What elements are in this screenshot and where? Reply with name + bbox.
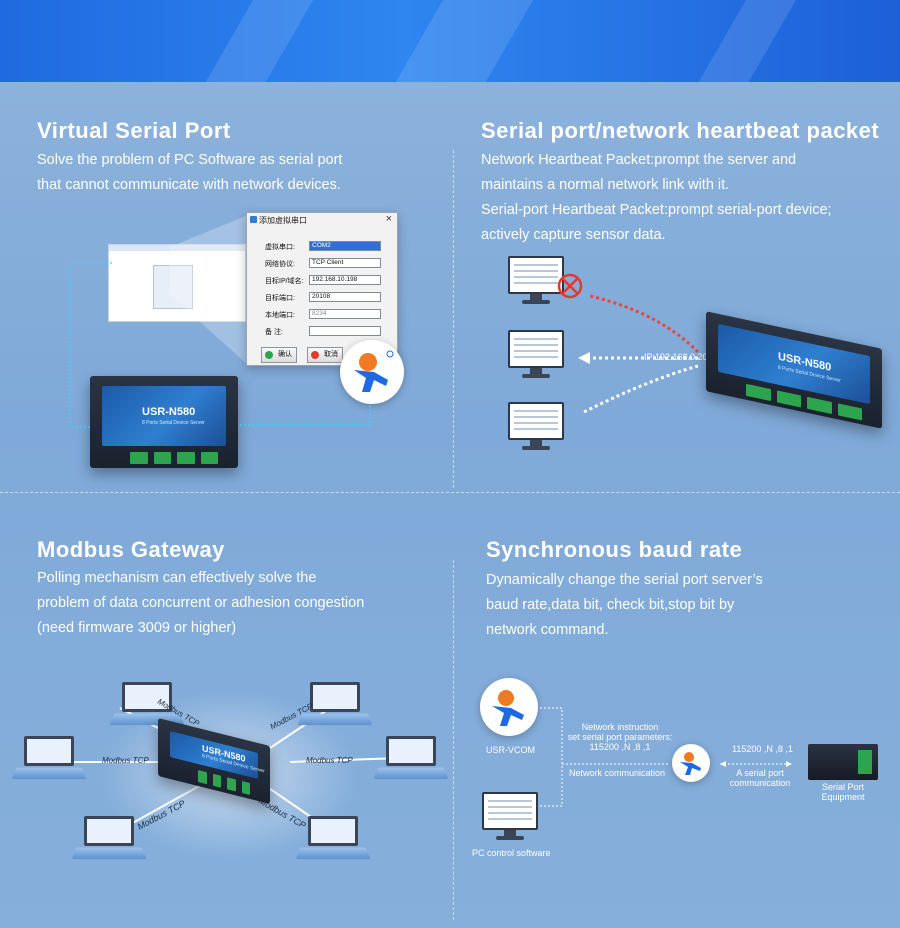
- usr-logo-icon: [492, 690, 524, 726]
- confirm-button[interactable]: 确认: [261, 347, 297, 363]
- desc-line: maintains a normal network link with it.: [481, 177, 730, 193]
- network-communication-label: Network communication: [569, 768, 666, 778]
- usr-n580-device: USR-N580 8 Ports Serial Device Server: [90, 376, 238, 468]
- device-name: USR-N580: [142, 406, 196, 418]
- divider-vertical-bottom: [453, 560, 454, 920]
- vcom-label: USR-VCOM: [486, 745, 535, 755]
- equipment-terminal: [858, 750, 872, 774]
- local-port-input[interactable]: 8234: [309, 309, 381, 319]
- baud-links: [540, 707, 792, 807]
- desc-line: problem of data concurrent or adhesion c…: [37, 595, 365, 611]
- instruction-line: set serial port parameters:: [567, 732, 673, 742]
- modbus-tcp-label: Modbus TCP: [306, 756, 353, 765]
- virtual-port-select[interactable]: COM2: [309, 241, 381, 251]
- equipment-line: Equipment: [821, 792, 865, 802]
- usr-server-logo: [672, 744, 710, 782]
- desc-line: Solve the problem of PC Software as seri…: [37, 152, 343, 168]
- usr-logo-icon: [680, 752, 701, 775]
- field-label: 本地端口:: [265, 312, 295, 319]
- laptop-5: [71, 816, 147, 860]
- serial-communication-label: A serial port communication: [728, 768, 792, 788]
- device-terminals: [130, 452, 218, 464]
- serial-line: communication: [729, 778, 791, 788]
- serial-line: A serial port: [736, 768, 784, 778]
- serial-port-equipment: [808, 744, 878, 780]
- instruction-line: Network instruction: [581, 722, 659, 732]
- monitor-2: [508, 330, 564, 380]
- usr-vcom-logo: [340, 340, 404, 404]
- laptop-6: [295, 816, 371, 860]
- desc-line: that cannot communicate with network dev…: [37, 177, 341, 193]
- usr-logo-icon: [354, 350, 394, 392]
- desc-line: actively capture sensor data.: [481, 227, 666, 243]
- virtual-serial-desc: Solve the problem of PC Software as seri…: [37, 148, 342, 198]
- zoom-beam: [170, 215, 248, 365]
- cancel-icon: [311, 351, 319, 359]
- usr-vcom-logo: [480, 678, 538, 736]
- pc-software-label: PC control software: [472, 848, 551, 858]
- confirm-label: 确认: [278, 351, 292, 358]
- device-subtitle: 8 Ports Serial Device Server: [142, 420, 205, 426]
- virtual-serial-title: Virtual Serial Port: [37, 118, 231, 143]
- modbus-title: Modbus Gateway: [37, 537, 225, 562]
- equipment-line: Serial Port: [821, 782, 865, 792]
- field-label: 目标端口:: [265, 295, 295, 302]
- heartbeat-title: Serial port/network heartbeat packet: [481, 118, 880, 143]
- field-label: 虚拟串口:: [265, 244, 295, 251]
- check-icon: [265, 351, 273, 359]
- protocol-select[interactable]: TCP Client: [309, 258, 381, 268]
- laptop-3: [11, 736, 87, 780]
- laptop-4: [373, 736, 449, 780]
- laptop-2: [297, 682, 373, 726]
- modbus-tcp-label: Modbus TCP: [102, 756, 149, 765]
- desc-line: Polling mechanism can effectively solve …: [37, 570, 317, 586]
- divider-horizontal: [0, 492, 900, 493]
- desc-line: Network Heartbeat Packet:prompt the serv…: [481, 152, 797, 168]
- network-instruction: Network instruction set serial port para…: [566, 722, 674, 752]
- divider-vertical-top: [453, 150, 454, 488]
- monitor-1: [508, 256, 564, 306]
- device-face: [102, 386, 226, 446]
- target-port-input[interactable]: 20108: [309, 292, 381, 302]
- baud-title: Synchronous baud rate: [486, 537, 743, 562]
- header-banner: [0, 0, 900, 82]
- heartbeat-desc: Network Heartbeat Packet:prompt the serv…: [481, 148, 832, 248]
- cancel-button[interactable]: 取消: [307, 347, 343, 363]
- modbus-desc: Polling mechanism can effectively solve …: [37, 566, 364, 641]
- desc-line: Dynamically change the serial port serve…: [486, 572, 763, 588]
- dialog-title: 添加虚拟串口: [259, 216, 307, 225]
- banner-shard: [688, 0, 802, 82]
- dialog-app-icon: [250, 216, 257, 223]
- heartbeat-arrows: [557, 273, 700, 414]
- baud-desc: Dynamically change the serial port serve…: [486, 568, 763, 643]
- link-lines: [69, 262, 371, 428]
- close-icon[interactable]: ×: [385, 213, 392, 225]
- desc-line: Serial-port Heartbeat Packet:prompt seri…: [481, 202, 832, 218]
- desc-line: baud rate,data bit, check bit,stop bit b…: [486, 597, 735, 613]
- cancel-label: 取消: [324, 351, 338, 358]
- baud-value-label: 115200 ,N ,8 ,1: [732, 744, 793, 754]
- software-window-preview: [108, 244, 246, 322]
- pc-monitor: [482, 792, 538, 842]
- field-label: 网络协议:: [265, 261, 295, 268]
- field-label: 目标IP/域名:: [265, 278, 304, 285]
- desc-line: network command.: [486, 622, 609, 638]
- laptop-1: [109, 682, 185, 726]
- banner-shard: [379, 0, 551, 82]
- ip-address-label: IP:192.168.0.200: [644, 352, 713, 362]
- monitor-3: [508, 402, 564, 452]
- blocked-icon: [557, 273, 583, 299]
- field-label: 备 注:: [265, 329, 283, 336]
- banner-shard: [195, 0, 325, 82]
- target-ip-input[interactable]: 192.168.10.198: [309, 275, 381, 285]
- equipment-label: Serial Port Equipment: [808, 782, 878, 802]
- remark-input[interactable]: [309, 326, 381, 336]
- instruction-line: 115200 ,N ,8 ,1: [589, 742, 651, 752]
- desc-line: (need firmware 3009 or higher): [37, 620, 237, 636]
